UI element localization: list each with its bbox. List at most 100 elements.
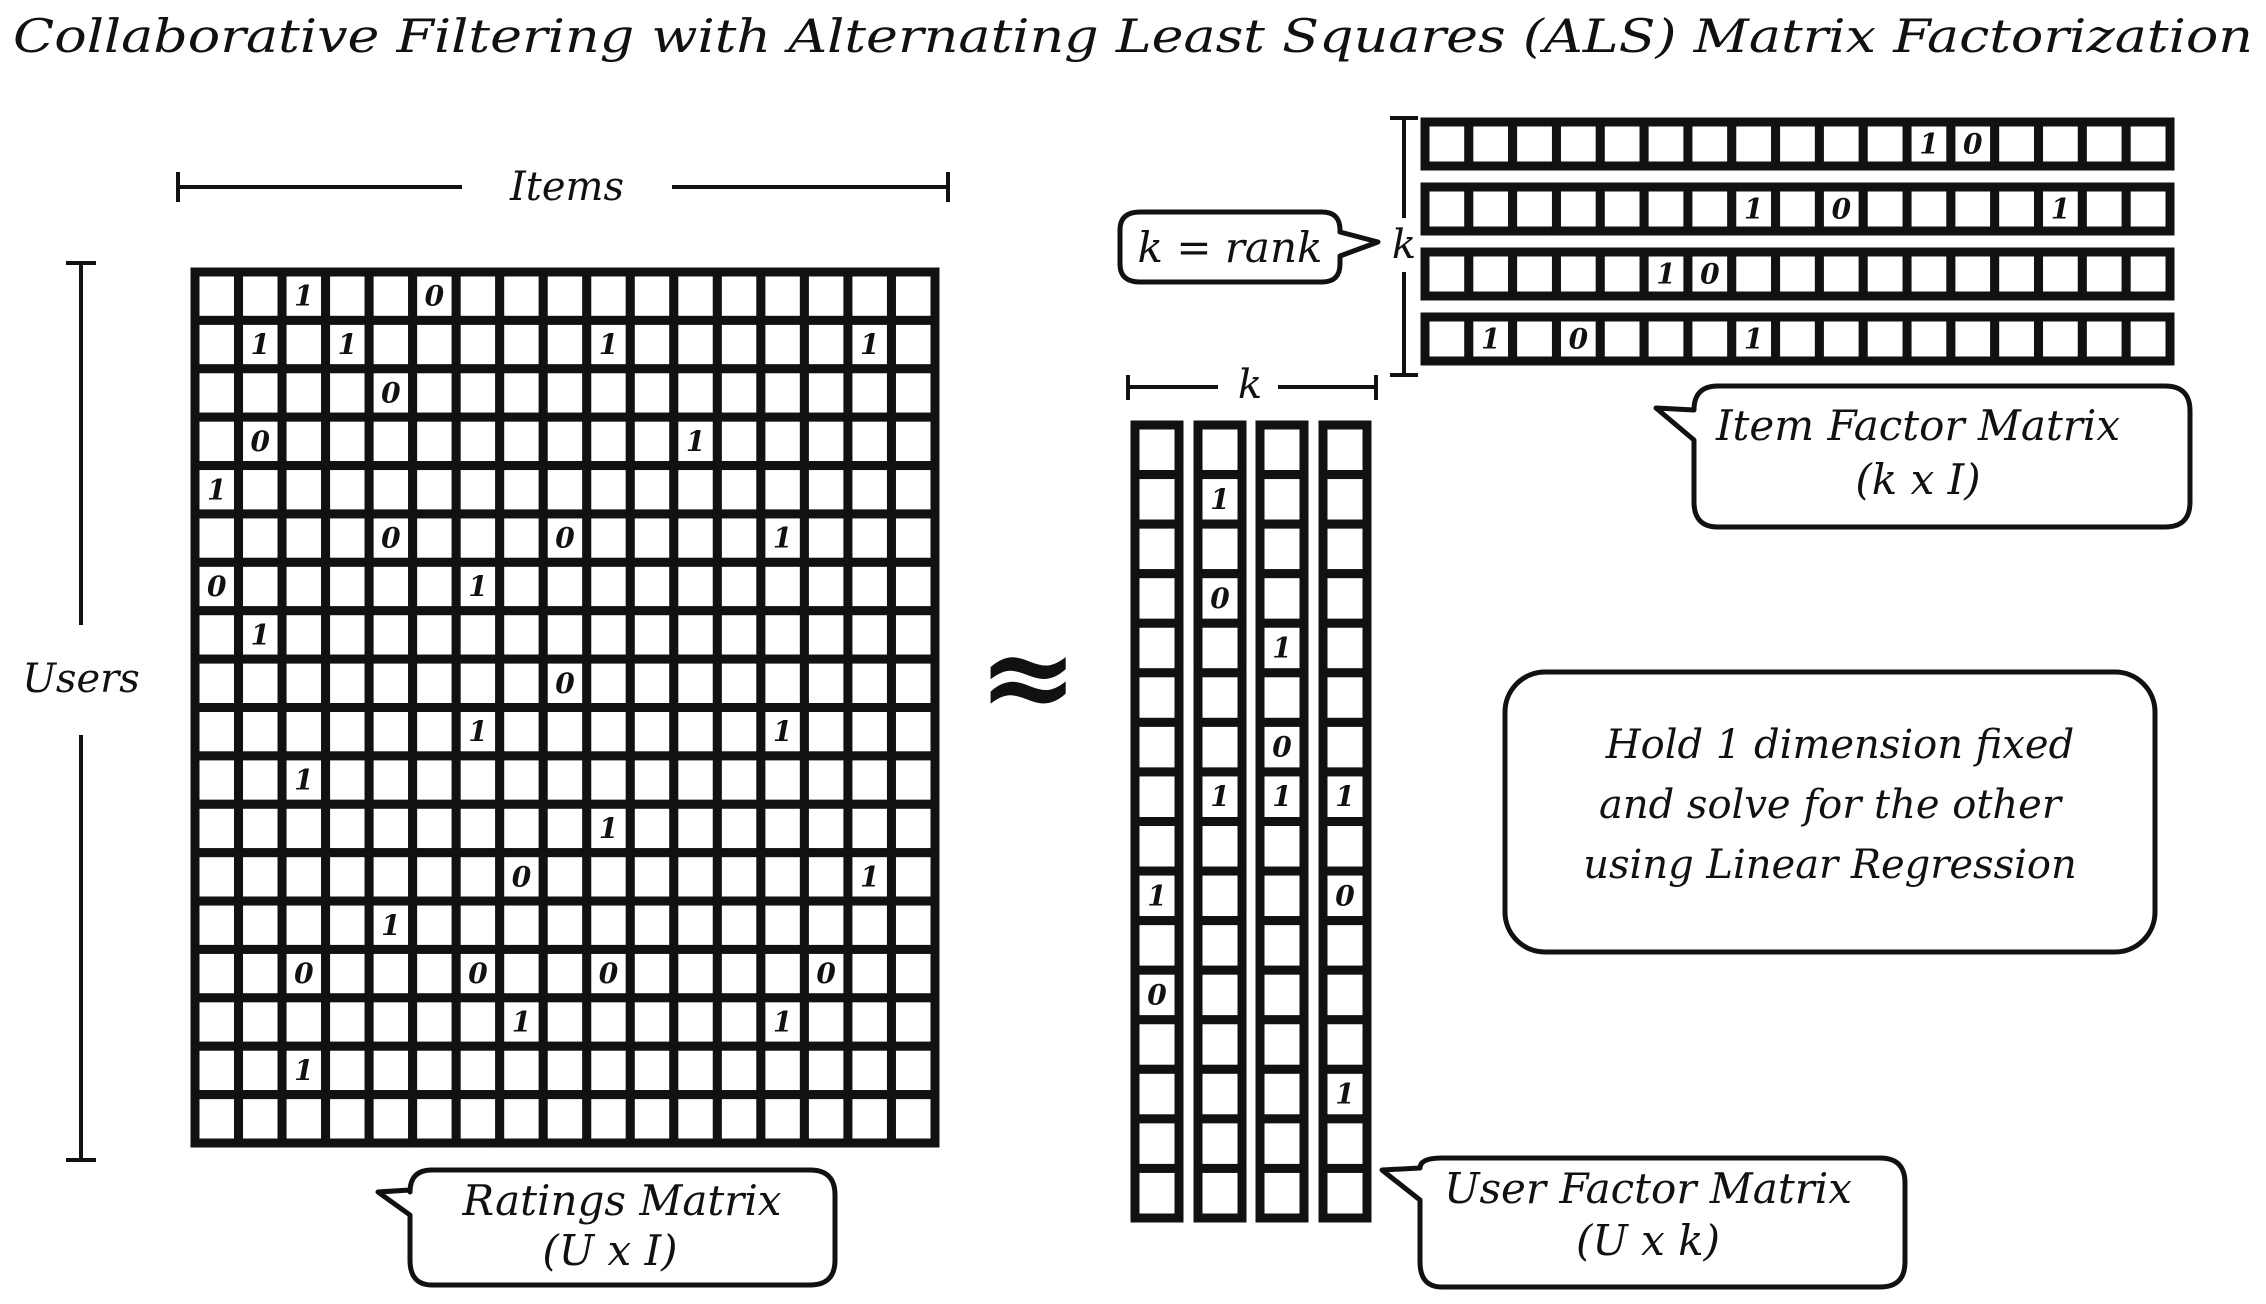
rating-cell	[234, 848, 287, 906]
rating-cell	[190, 896, 244, 954]
rating-cell	[277, 654, 331, 712]
rating-cell	[408, 315, 461, 374]
rating-value: 1	[773, 522, 792, 555]
rating-cell	[712, 364, 766, 422]
rating-cell	[843, 1041, 896, 1100]
rating-value: 1	[251, 618, 270, 651]
rating-cell	[799, 751, 853, 809]
rating-cell	[625, 509, 679, 567]
approx-symbol: ≈	[978, 606, 1079, 747]
rating-value: 1	[860, 328, 879, 361]
rating-cell	[886, 557, 940, 616]
user-factor-value: 1	[1335, 1078, 1354, 1111]
rating-cell	[451, 848, 505, 906]
rating-cell	[538, 848, 592, 906]
item-factor-cell	[2077, 312, 2131, 366]
rating-cell	[495, 896, 548, 954]
rating-cell	[886, 364, 940, 422]
item-factor-value: 1	[1919, 128, 1938, 161]
item-factor-k-axis: k	[1390, 116, 1418, 377]
item-factor-value: 1	[2051, 193, 2070, 226]
rating-cell	[538, 461, 592, 519]
rating-cell	[756, 315, 809, 374]
rating-cell	[712, 848, 766, 906]
item-factor-row	[1420, 117, 2175, 171]
rating-cell	[190, 799, 244, 858]
als-note-line-1: Hold 1 dimension fixed	[1605, 722, 2074, 768]
rating-cell	[886, 1041, 940, 1100]
item-factor-cell	[1990, 117, 2044, 171]
rating-cell	[669, 896, 722, 954]
rating-cell	[321, 267, 374, 325]
item-factor-cell	[2121, 247, 2175, 301]
rating-cell	[495, 267, 548, 325]
rating-value: 0	[425, 280, 445, 313]
rating-cell	[190, 606, 244, 664]
user-factor-value: 1	[1272, 780, 1291, 813]
rating-cell	[451, 412, 505, 471]
rating-cell	[321, 1090, 374, 1148]
rating-value: 1	[599, 328, 618, 361]
user-factor-cell	[1255, 1163, 1309, 1223]
item-factor-cell	[1508, 312, 1561, 366]
rating-cell	[669, 364, 722, 422]
rating-cell	[364, 751, 418, 809]
item-factor-cell	[1727, 117, 1781, 171]
user-factor-column	[1255, 420, 1309, 1223]
rating-cell	[843, 412, 896, 471]
rating-cell	[625, 799, 679, 858]
rating-cell	[669, 751, 722, 809]
item-factor-cell	[2077, 247, 2131, 301]
user-factor-cell	[1255, 519, 1309, 579]
rating-cell	[190, 993, 244, 1051]
rating-cell	[451, 799, 505, 858]
rating-cell	[234, 944, 287, 1003]
rating-cell	[843, 509, 896, 567]
rating-cell	[886, 848, 940, 906]
rating-cell	[408, 557, 461, 616]
rating-cell	[408, 364, 461, 422]
rating-cell	[712, 412, 766, 471]
item-factor-cell	[1683, 182, 1737, 236]
rating-cell	[886, 509, 940, 567]
user-factor-cell	[1193, 1163, 1247, 1223]
rating-cell	[451, 1041, 505, 1100]
als-note: Hold 1 dimension fixed and solve for the…	[1502, 669, 2158, 955]
rating-cell	[364, 944, 418, 1003]
rating-cell	[538, 944, 592, 1003]
rating-cell	[277, 703, 331, 761]
rating-cell	[321, 364, 374, 422]
rating-cell	[495, 461, 548, 519]
item-factor-cell	[2034, 117, 2087, 171]
user-factor-cell	[1130, 717, 1184, 777]
item-factor-cell	[1990, 312, 2044, 366]
items-axis-label: Items	[509, 164, 624, 210]
rating-cell	[799, 557, 853, 616]
rating-cell	[408, 509, 461, 567]
item-factor-cell	[2077, 117, 2131, 171]
rating-cell	[712, 606, 766, 664]
item-factor-callout-title: Item Factor Matrix	[1715, 401, 2120, 450]
item-factor-row	[1420, 182, 2175, 236]
user-factor-cell	[1130, 965, 1184, 1025]
user-factor-cell	[1255, 1064, 1309, 1124]
rating-value: 1	[294, 764, 313, 797]
item-factor-cell	[1595, 312, 1649, 366]
rating-value: 1	[381, 909, 400, 942]
rating-cell	[582, 364, 635, 422]
rating-cell	[625, 751, 679, 809]
rating-cell	[843, 896, 896, 954]
user-factor-cell	[1255, 866, 1309, 926]
item-factor-cell	[1639, 182, 1693, 236]
item-factor-value: 1	[1481, 323, 1500, 356]
rating-cell	[799, 848, 853, 906]
item-factor-cell	[1946, 117, 2000, 171]
rating-cell	[495, 1090, 548, 1148]
user-factor-value: 1	[1147, 879, 1166, 912]
rating-value: 0	[251, 425, 271, 458]
rating-cell	[669, 315, 722, 374]
user-factor-value: 0	[1147, 978, 1167, 1011]
item-factor-value: 0	[1700, 258, 1720, 291]
rating-cell	[756, 751, 809, 809]
